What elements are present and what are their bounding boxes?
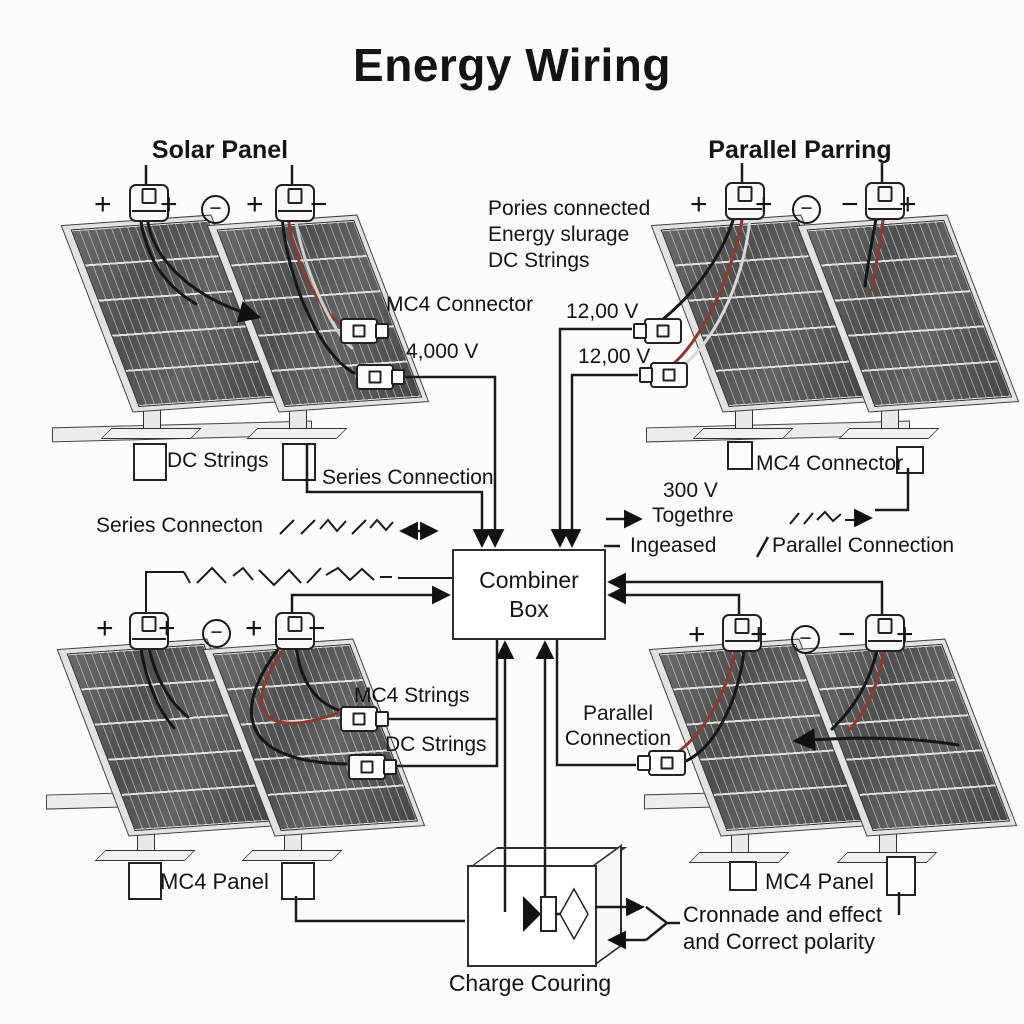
mounting-clamp <box>128 862 162 900</box>
polarity-sign: + <box>96 612 114 645</box>
polarity-sign: − <box>308 612 326 645</box>
mounting-clamp <box>281 862 315 900</box>
circled-minus-icon: − <box>791 625 820 654</box>
polarity-sign: + <box>246 188 264 221</box>
label-voltage-12-lower: 12,00 V <box>578 345 651 368</box>
polarity-sign: − <box>838 618 856 651</box>
combiner-box: Combiner Box <box>452 549 606 640</box>
label-voltage-4000: 4,000 V <box>406 340 479 363</box>
label-mc4-connector-top-right: MC4 Connector <box>756 452 904 475</box>
label-parallel-connection-mid: Parallel Connection <box>562 701 674 751</box>
note-line-3: DC Strings <box>488 249 590 272</box>
polarity-sign: + <box>158 612 176 645</box>
circled-minus-icon: − <box>202 619 231 648</box>
label-result-line2: and Correct polarity <box>683 929 875 954</box>
charge-controller-box <box>467 865 597 967</box>
mc4-plug <box>348 754 397 780</box>
note-line-1: Pories connected <box>488 197 651 220</box>
label-parallel-mid-line1: Parallel <box>582 702 654 725</box>
top-center-note: Pories connected Energy slurage DC Strin… <box>488 196 650 274</box>
label-parallel-mid-line2: Connection <box>564 727 672 751</box>
polarity-sign: + <box>245 612 263 645</box>
polarity-sign: + <box>690 188 708 221</box>
charge-controller-box-side <box>593 843 622 967</box>
label-parallel-connection-right: Parallel Connection <box>772 534 955 557</box>
junction-box-connector <box>275 184 315 222</box>
mc4-plug <box>633 318 682 344</box>
note-line-2: Energy slurage <box>488 223 630 246</box>
polarity-sign: + <box>94 188 112 221</box>
page-title: Energy Wiring <box>353 39 671 91</box>
heading-solar-panel: Solar Panel <box>151 136 289 164</box>
polarity-sign: + <box>750 618 768 651</box>
mc4-plug <box>356 364 405 390</box>
circled-minus-icon: − <box>201 195 230 224</box>
label-dc-strings-bottom: DC Strings <box>385 733 487 756</box>
label-ingeased: Ingeased <box>630 534 717 557</box>
label-mc4-strings: MC4 Strings <box>354 684 470 707</box>
label-mc4-panel-left: MC4 Panel <box>160 869 269 894</box>
polarity-sign: + <box>688 618 706 651</box>
polarity-sign: + <box>160 188 178 221</box>
mc4-plug <box>340 318 389 344</box>
label-togethre: Togethre <box>652 504 734 527</box>
polarity-sign: + <box>899 188 917 221</box>
mc4-plug <box>639 362 688 388</box>
label-series-connection: Series Connection <box>322 466 494 489</box>
label-mc4-panel-right: MC4 Panel <box>765 869 874 894</box>
mc4-plug <box>340 706 389 732</box>
mounting-clamp <box>886 856 916 896</box>
mounting-clamp <box>729 861 757 891</box>
label-series-connecton: Series Connecton <box>96 514 263 537</box>
label-dc-strings-top: DC Strings <box>167 449 269 472</box>
polarity-sign: − <box>841 188 859 221</box>
combiner-box-label-1: Combiner <box>479 566 579 593</box>
label-mc4-connector-top-left: MC4 Connector <box>386 293 534 316</box>
polarity-sign: + <box>755 188 773 221</box>
mounting-clamp <box>727 441 753 470</box>
mc4-plug <box>637 750 686 776</box>
combiner-box-label-2: Box <box>509 595 549 622</box>
polarity-sign: − <box>310 188 328 221</box>
polarity-sign: + <box>896 618 914 651</box>
label-charge-controller: Charge Couring <box>448 970 612 996</box>
mounting-clamp <box>133 443 167 481</box>
label-voltage-300: 300 V <box>663 479 718 502</box>
circled-minus-icon: − <box>792 195 821 224</box>
label-voltage-12-upper: 12,00 V <box>566 300 639 323</box>
heading-parallel-parring: Parallel Parring <box>708 136 892 164</box>
mounting-clamp <box>282 443 316 481</box>
label-result-line1: Cronnade and effect <box>683 902 882 927</box>
